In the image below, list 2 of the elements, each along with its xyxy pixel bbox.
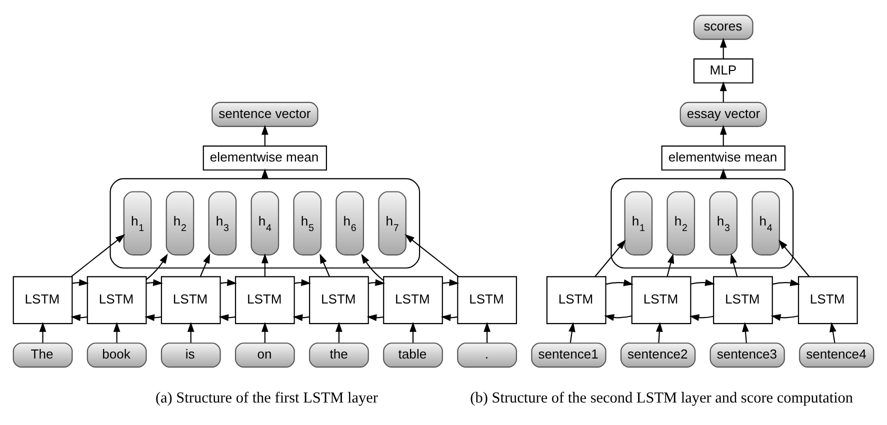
label: (a) Structure of the first LSTM layer [155,389,378,406]
label: (b) Structure of the second LSTM layer and score computation [470,389,854,406]
